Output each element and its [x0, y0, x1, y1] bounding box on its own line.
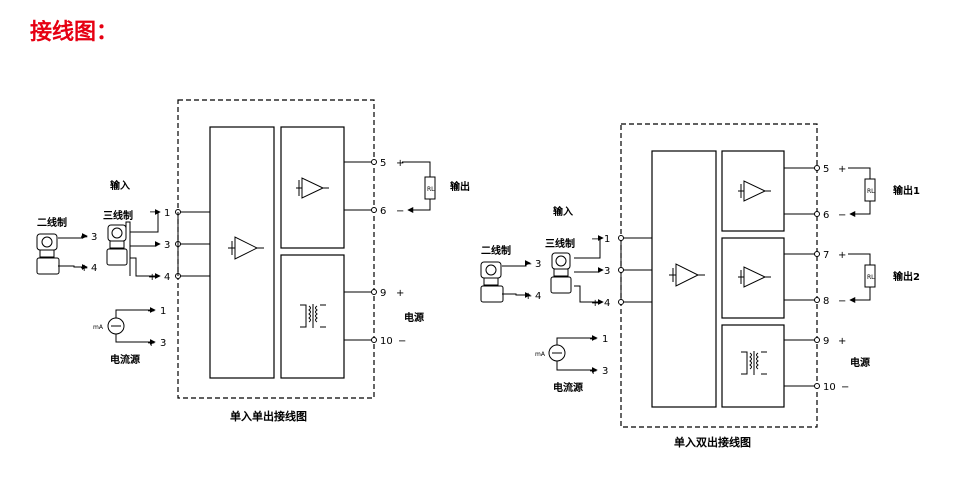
d2-sign-t9: + [838, 336, 846, 347]
input-label-1: 输入 [110, 179, 130, 192]
d2-term-10: 10 [823, 382, 836, 393]
three-wire-label-1: 三线制 [103, 209, 133, 222]
d1-sign-t9: + [396, 288, 404, 299]
input-label-2: 输入 [553, 205, 573, 218]
d2-term-1b: 1 [602, 334, 608, 345]
input-module-1 [209, 126, 275, 379]
d2-term-6: 6 [823, 210, 829, 221]
power-label-2: 电源 [850, 356, 870, 369]
output1-label-2: 输出1 [893, 184, 920, 197]
d1-term-4: 4 [164, 272, 170, 283]
d1-term-6: 6 [380, 206, 386, 217]
ma-label-1: mA [93, 324, 104, 331]
d1-term-3: 3 [164, 240, 170, 251]
enclosure-1 [177, 99, 375, 399]
d1-term-tw4: 4 [91, 263, 97, 274]
power-block-2 [721, 324, 785, 408]
d2-sign-t1: − [591, 234, 599, 245]
d2-sign-t6: − [838, 210, 846, 221]
d1-sign-tw3: − [80, 232, 88, 243]
power-label-1: 电源 [404, 311, 424, 324]
d2-term-5: 5 [823, 164, 829, 175]
load-resistor-1 [402, 161, 436, 213]
d2-term-7: 7 [823, 250, 829, 261]
page-title: 接线图： [30, 20, 119, 45]
d1-sign-t6: − [396, 206, 404, 217]
d1-term-9: 9 [380, 288, 386, 299]
d1-term-10: 10 [380, 336, 393, 347]
d1-term-1b: 1 [160, 306, 166, 317]
amplifier-block-2a [721, 150, 785, 232]
load-label-2a: RL [867, 188, 875, 195]
diagram-single-in-single-out [36, 99, 436, 399]
load-label-2b: RL [867, 274, 875, 281]
enclosure-2 [620, 123, 818, 428]
d2-sign-t3b: + [589, 366, 597, 377]
d1-term-1: 1 [164, 208, 170, 219]
output-label-1: 输出 [450, 180, 470, 193]
d1-sign-t4: + [148, 272, 156, 283]
d2-term-3b: 3 [602, 366, 608, 377]
d2-sign-t7: + [838, 250, 846, 261]
d2-term-3: 3 [604, 266, 610, 277]
d2-sign-t5: + [838, 164, 846, 175]
two-wire-transmitter-1 [36, 233, 88, 275]
current-source-label-2: 电流源 [553, 381, 583, 394]
load-label-1: RL [427, 186, 435, 193]
two-wire-transmitter-2 [480, 260, 531, 303]
three-wire-label-2: 三线制 [545, 237, 575, 250]
d2-sign-t1b: − [589, 334, 597, 345]
three-wire-transmitter-2 [550, 235, 604, 305]
three-wire-transmitter-1 [106, 209, 161, 279]
d1-term-3b: 3 [160, 338, 166, 349]
amplifier-block-2b [721, 237, 785, 319]
d1-sign-t3b: + [147, 338, 155, 349]
d2-term-4: 4 [604, 298, 610, 309]
d2-term-8: 8 [823, 296, 829, 307]
d2-term-1: 1 [604, 234, 610, 245]
d1-sign-t1b: − [147, 306, 155, 317]
load-resistor-2a [848, 167, 876, 217]
d1-sign-tw4: + [80, 263, 88, 274]
d2-term-tw4: 4 [535, 291, 541, 302]
two-wire-label-1: 二线制 [37, 216, 67, 229]
d2-term-tw3: 3 [535, 259, 541, 270]
caption-1: 单入单出接线图 [230, 409, 307, 423]
load-resistor-2b [848, 253, 876, 303]
current-source-2 [548, 335, 598, 373]
d1-sign-t1: − [149, 207, 157, 218]
d2-sign-tw4: + [524, 291, 532, 302]
diagram2-labels: 输入 二线制 三线制 电流源 mA 输出1 输出2 电源 RL RL 单入双出接… [481, 164, 920, 449]
d1-term-5: 5 [380, 158, 386, 169]
two-wire-label-2: 二线制 [481, 244, 511, 257]
ma-label-2: mA [535, 351, 546, 358]
caption-2: 单入双出接线图 [674, 435, 751, 449]
d2-sign-tw3: − [524, 259, 532, 270]
amplifier-block-1 [280, 126, 345, 249]
d1-sign-t10: − [398, 336, 406, 347]
d2-sign-t8: − [838, 296, 846, 307]
d1-term-tw3: 3 [91, 232, 97, 243]
d2-sign-t4: + [591, 298, 599, 309]
d1-sign-t5: + [396, 158, 404, 169]
current-source-label-1: 电流源 [110, 353, 140, 366]
output2-label-2: 输出2 [893, 270, 920, 283]
input-module-2 [651, 150, 717, 408]
d2-sign-t10: − [841, 382, 849, 393]
input-amplifier-1 [228, 236, 264, 260]
diagram1-labels: 输入 二线制 三线制 电流源 mA 输出 电源 RL 单入单出接线图 − 1 3… [37, 158, 470, 423]
power-block-1 [280, 254, 345, 379]
current-source-1 [107, 307, 156, 345]
input-amplifier-2 [669, 263, 705, 287]
d2-term-9: 9 [823, 336, 829, 347]
diagram-single-in-dual-out [480, 123, 876, 428]
